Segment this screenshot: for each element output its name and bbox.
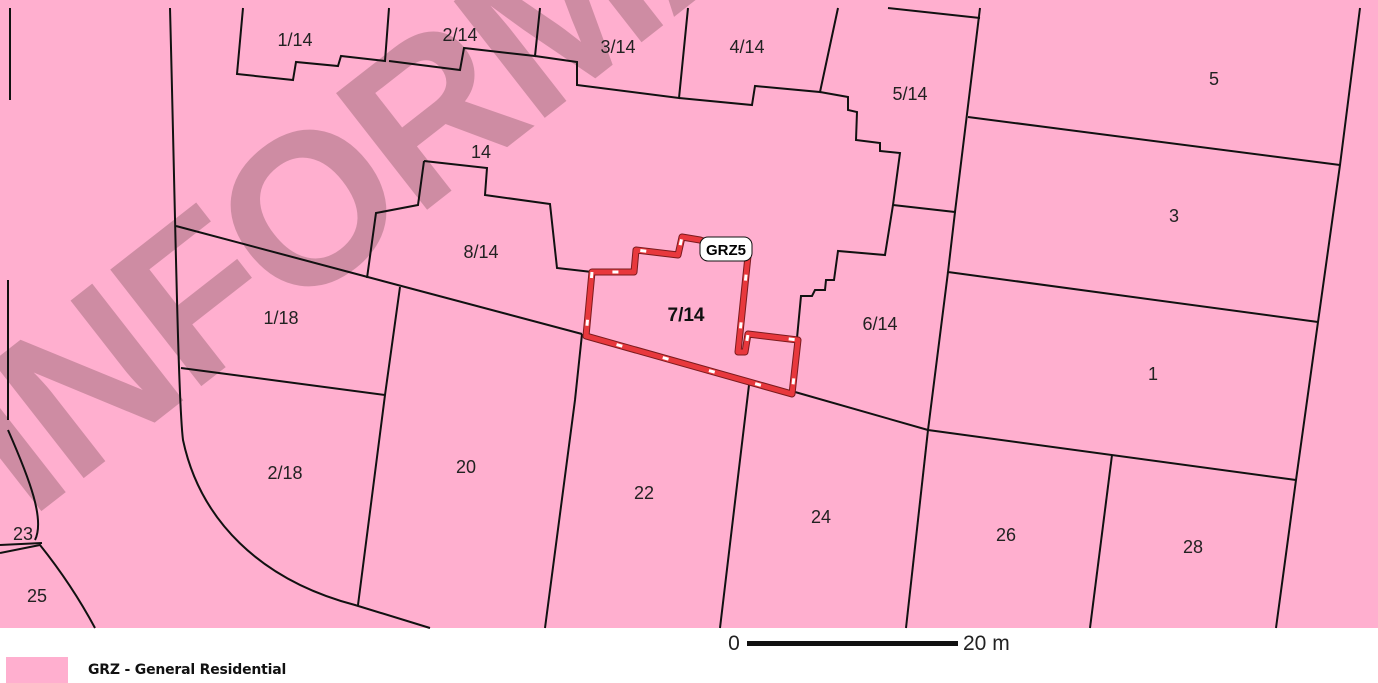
lot-label: 4/14 bbox=[729, 37, 764, 57]
zone-fill bbox=[0, 0, 1378, 628]
lot-label: 3/14 bbox=[600, 37, 635, 57]
lot-label: 5/14 bbox=[892, 84, 927, 104]
zone-tag-text: GRZ5 bbox=[706, 242, 746, 259]
lot-labels: 1/14 2/14 3/14 4/14 5/14 5 14 3 8/14 7/1… bbox=[13, 25, 1219, 606]
lot-label: 24 bbox=[811, 507, 831, 527]
selected-lot-boundary[interactable] bbox=[582, 233, 802, 398]
lot-label: 1 bbox=[1148, 364, 1158, 384]
lot-label: 14 bbox=[471, 142, 491, 162]
lot-label: 2/18 bbox=[267, 463, 302, 483]
legend-swatch bbox=[6, 657, 68, 683]
lot-label: 25 bbox=[27, 586, 47, 606]
selected-lot-label: 7/14 bbox=[668, 305, 705, 326]
zone-tag[interactable]: GRZ5 bbox=[699, 236, 753, 262]
lot-label: 23 bbox=[13, 524, 33, 544]
scale-bar: 0 20 m bbox=[728, 632, 1010, 655]
lot-label: 28 bbox=[1183, 537, 1203, 557]
lot-label: 2/14 bbox=[442, 25, 477, 45]
lot-label: 26 bbox=[996, 525, 1016, 545]
legend: GRZ - General Residential bbox=[6, 657, 286, 683]
lot-label: 5 bbox=[1209, 69, 1219, 89]
lot-label: 1/18 bbox=[263, 308, 298, 328]
lot-label: 22 bbox=[634, 483, 654, 503]
scale-bar-line bbox=[747, 641, 958, 646]
scale-start-label: 0 bbox=[728, 632, 740, 655]
parcel-boundaries bbox=[0, 7, 1361, 629]
map-margin bbox=[0, 628, 1378, 683]
lot-label: 1/14 bbox=[277, 30, 312, 50]
lot-label: 3 bbox=[1169, 206, 1179, 226]
legend-label: GRZ - General Residential bbox=[88, 662, 287, 678]
lot-label: 6/14 bbox=[862, 314, 897, 334]
lot-label: 8/14 bbox=[463, 242, 498, 262]
scale-end-label: 20 m bbox=[963, 632, 1010, 655]
lot-label: 20 bbox=[456, 457, 476, 477]
